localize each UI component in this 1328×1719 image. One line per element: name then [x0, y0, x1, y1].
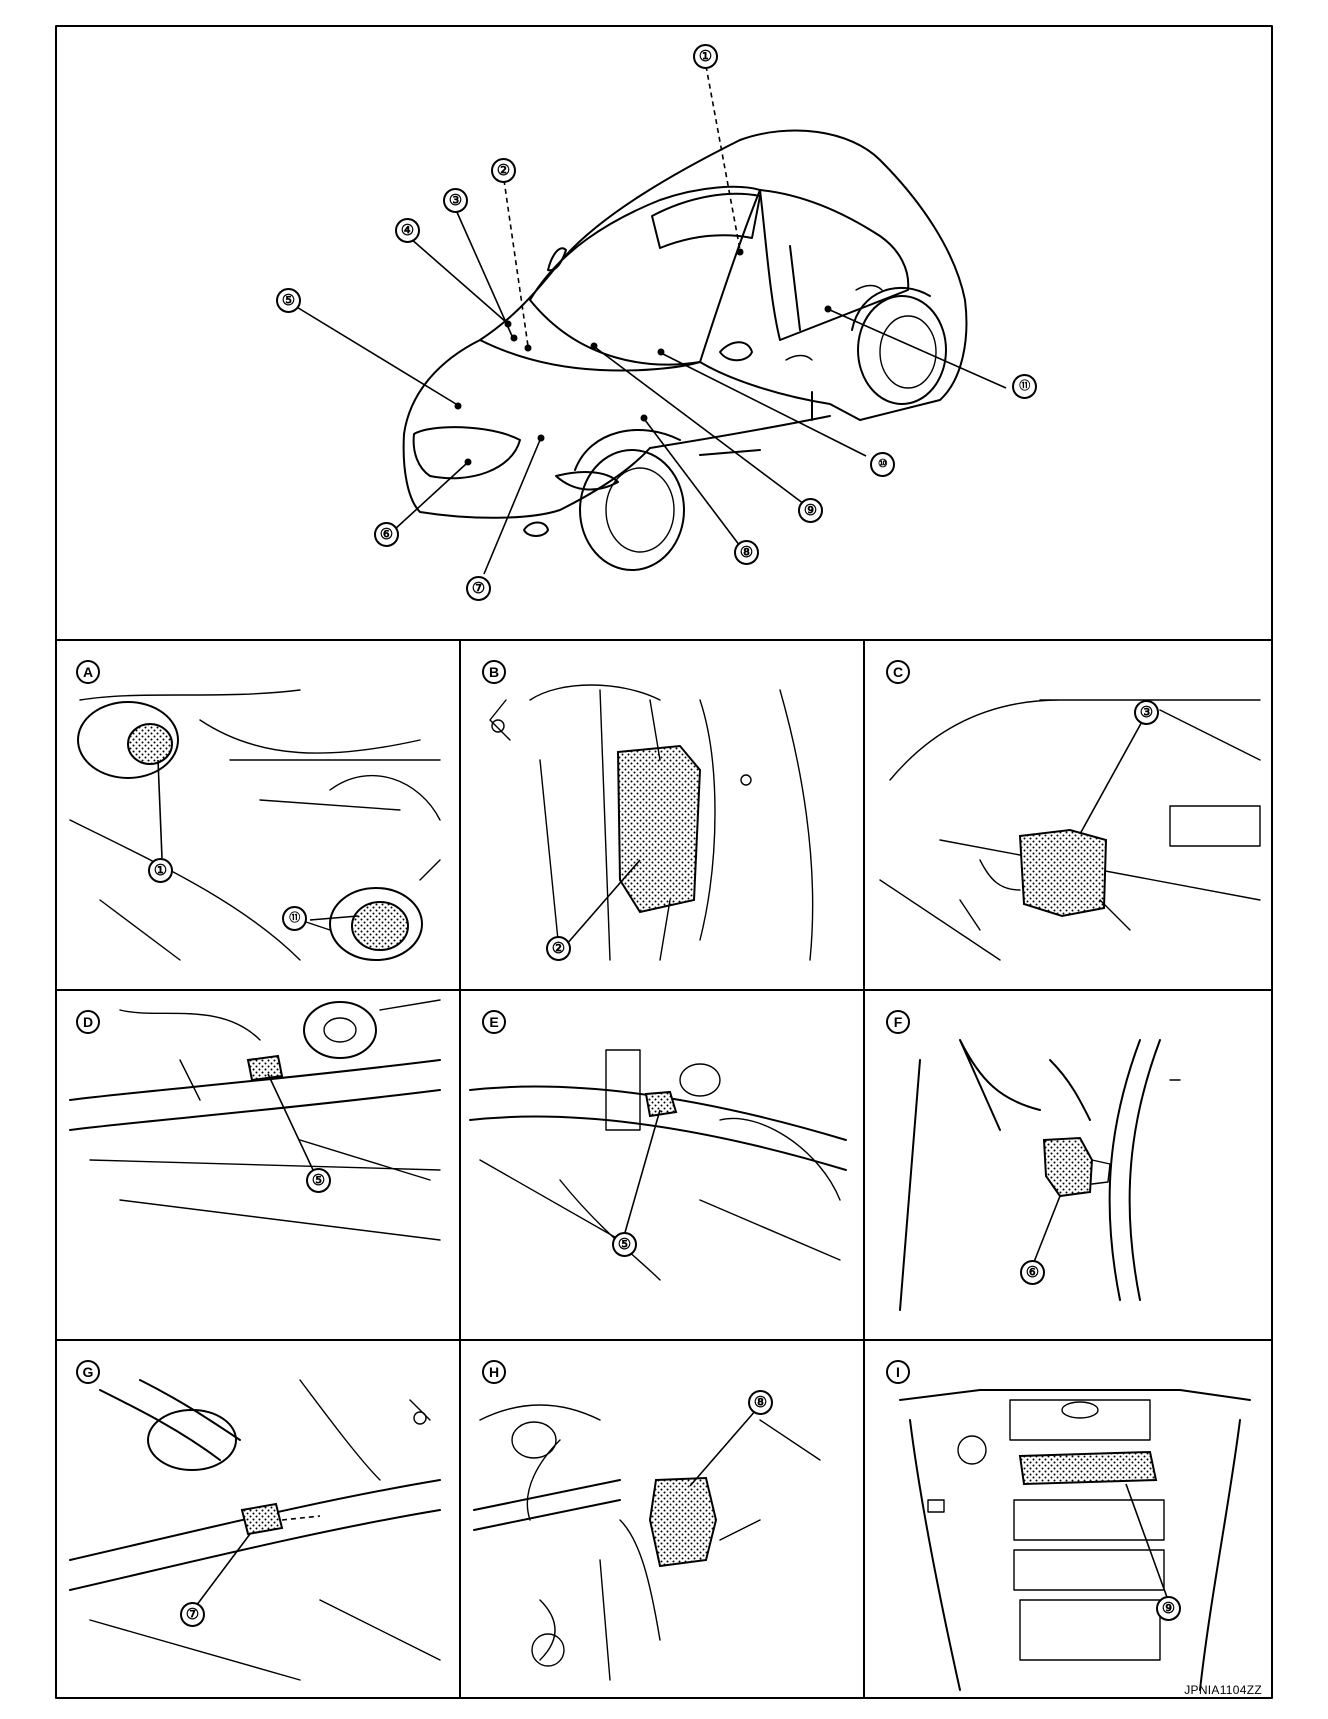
overview-leaders: [294, 65, 1007, 575]
panel-b-sketch: [489, 684, 814, 961]
panel-i-callout-9: ⑨: [1156, 1596, 1181, 1621]
panel-a-sketch: [69, 689, 441, 961]
panel-a-letter: A: [76, 660, 100, 684]
overview-callout-1: ①: [693, 44, 718, 69]
overview-callout-11: ⑪: [1012, 374, 1037, 399]
panel-g-callout-7: ⑦: [180, 1602, 205, 1627]
panel-e-sketch: [469, 1049, 847, 1281]
overview-callout-4: ④: [395, 218, 420, 243]
overview-callout-8: ⑧: [734, 540, 759, 565]
panel-h-callout-8: ⑧: [748, 1390, 773, 1415]
overview-callout-5: ⑤: [276, 288, 301, 313]
panel-f-sketch: [899, 1039, 1181, 1311]
panel-c-letter: C: [886, 660, 910, 684]
panel-f-callout-6: ⑥: [1020, 1260, 1045, 1285]
panel-d-callout-5: ⑤: [306, 1168, 331, 1193]
overview-callout-10: ⑩: [870, 452, 895, 477]
panel-g-sketch: [69, 1379, 441, 1681]
panel-h-letter: H: [482, 1360, 506, 1384]
frame-grid: [55, 25, 1273, 1699]
panel-i-letter: I: [886, 1360, 910, 1384]
figure-code: JPNIA1104ZZ: [1184, 1683, 1262, 1697]
overview-callout-3: ③: [443, 188, 468, 213]
panel-f-letter: F: [886, 1010, 910, 1034]
panel-e-callout-5: ⑤: [612, 1232, 637, 1257]
panel-c-callout-3: ③: [1134, 700, 1159, 725]
panel-i-sketch: [899, 1389, 1251, 1691]
overview-callout-9: ⑨: [798, 498, 823, 523]
panel-a-callout-1: ①: [148, 858, 173, 883]
overview-callout-2: ②: [491, 158, 516, 183]
overview-callout-6: ⑥: [374, 522, 399, 547]
panel-g-letter: G: [76, 1360, 100, 1384]
panel-b-letter: B: [482, 660, 506, 684]
overview-callout-7: ⑦: [466, 576, 491, 601]
panel-b-callout-2: ②: [546, 936, 571, 961]
panel-c-sketch: [879, 699, 1261, 961]
panel-d-sketch: [69, 999, 441, 1241]
vehicle-illustration: [402, 129, 968, 571]
panel-a-callout-11: ⑪: [282, 906, 307, 931]
panel-e-letter: E: [482, 1010, 506, 1034]
panel-h-sketch: [473, 1404, 821, 1681]
panel-d-letter: D: [76, 1010, 100, 1034]
